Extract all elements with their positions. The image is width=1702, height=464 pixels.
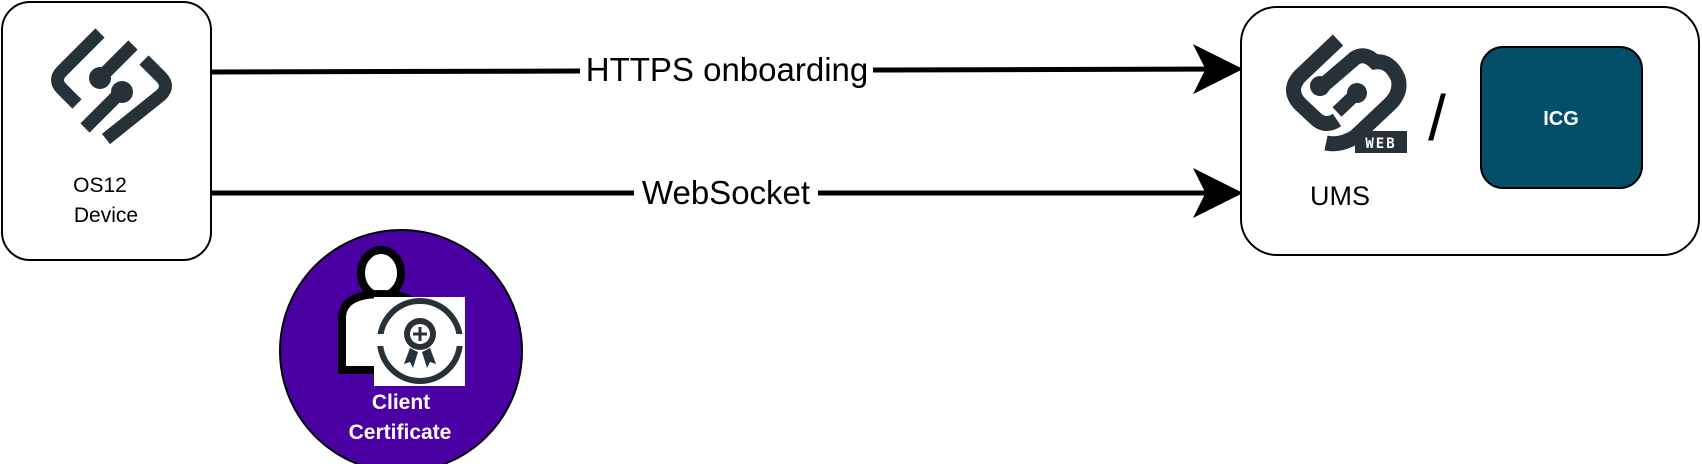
connection-label-https: HTTPS onboarding (586, 51, 868, 88)
device-node[interactable]: OS12 Device (1, 1, 212, 261)
server-label: UMS (1310, 181, 1370, 211)
device-label-line2: Device (74, 204, 138, 227)
device-label-line1: OS12 (73, 174, 127, 197)
os12-logo-icon (51, 28, 172, 145)
connection-https[interactable]: HTTPS onboarding (211, 44, 1243, 95)
server-separator: / (1428, 82, 1446, 154)
connection-label-websocket: WebSocket (642, 174, 810, 211)
server-node[interactable]: WEB UMS / ICG (1240, 6, 1700, 256)
ums-web-logo-icon: WEB (1286, 34, 1407, 153)
certificate-label-line1: Client (372, 391, 430, 414)
icg-label: ICG (1543, 108, 1579, 130)
user-certificate-icon (338, 246, 465, 386)
icg-box[interactable]: ICG (1480, 46, 1643, 189)
certificate-label-line2: Certificate (349, 421, 452, 444)
ums-logo-badge: WEB (1365, 136, 1396, 152)
connection-websocket[interactable]: WebSocket (212, 168, 1243, 218)
client-certificate[interactable]: Client Certificate (279, 229, 523, 464)
